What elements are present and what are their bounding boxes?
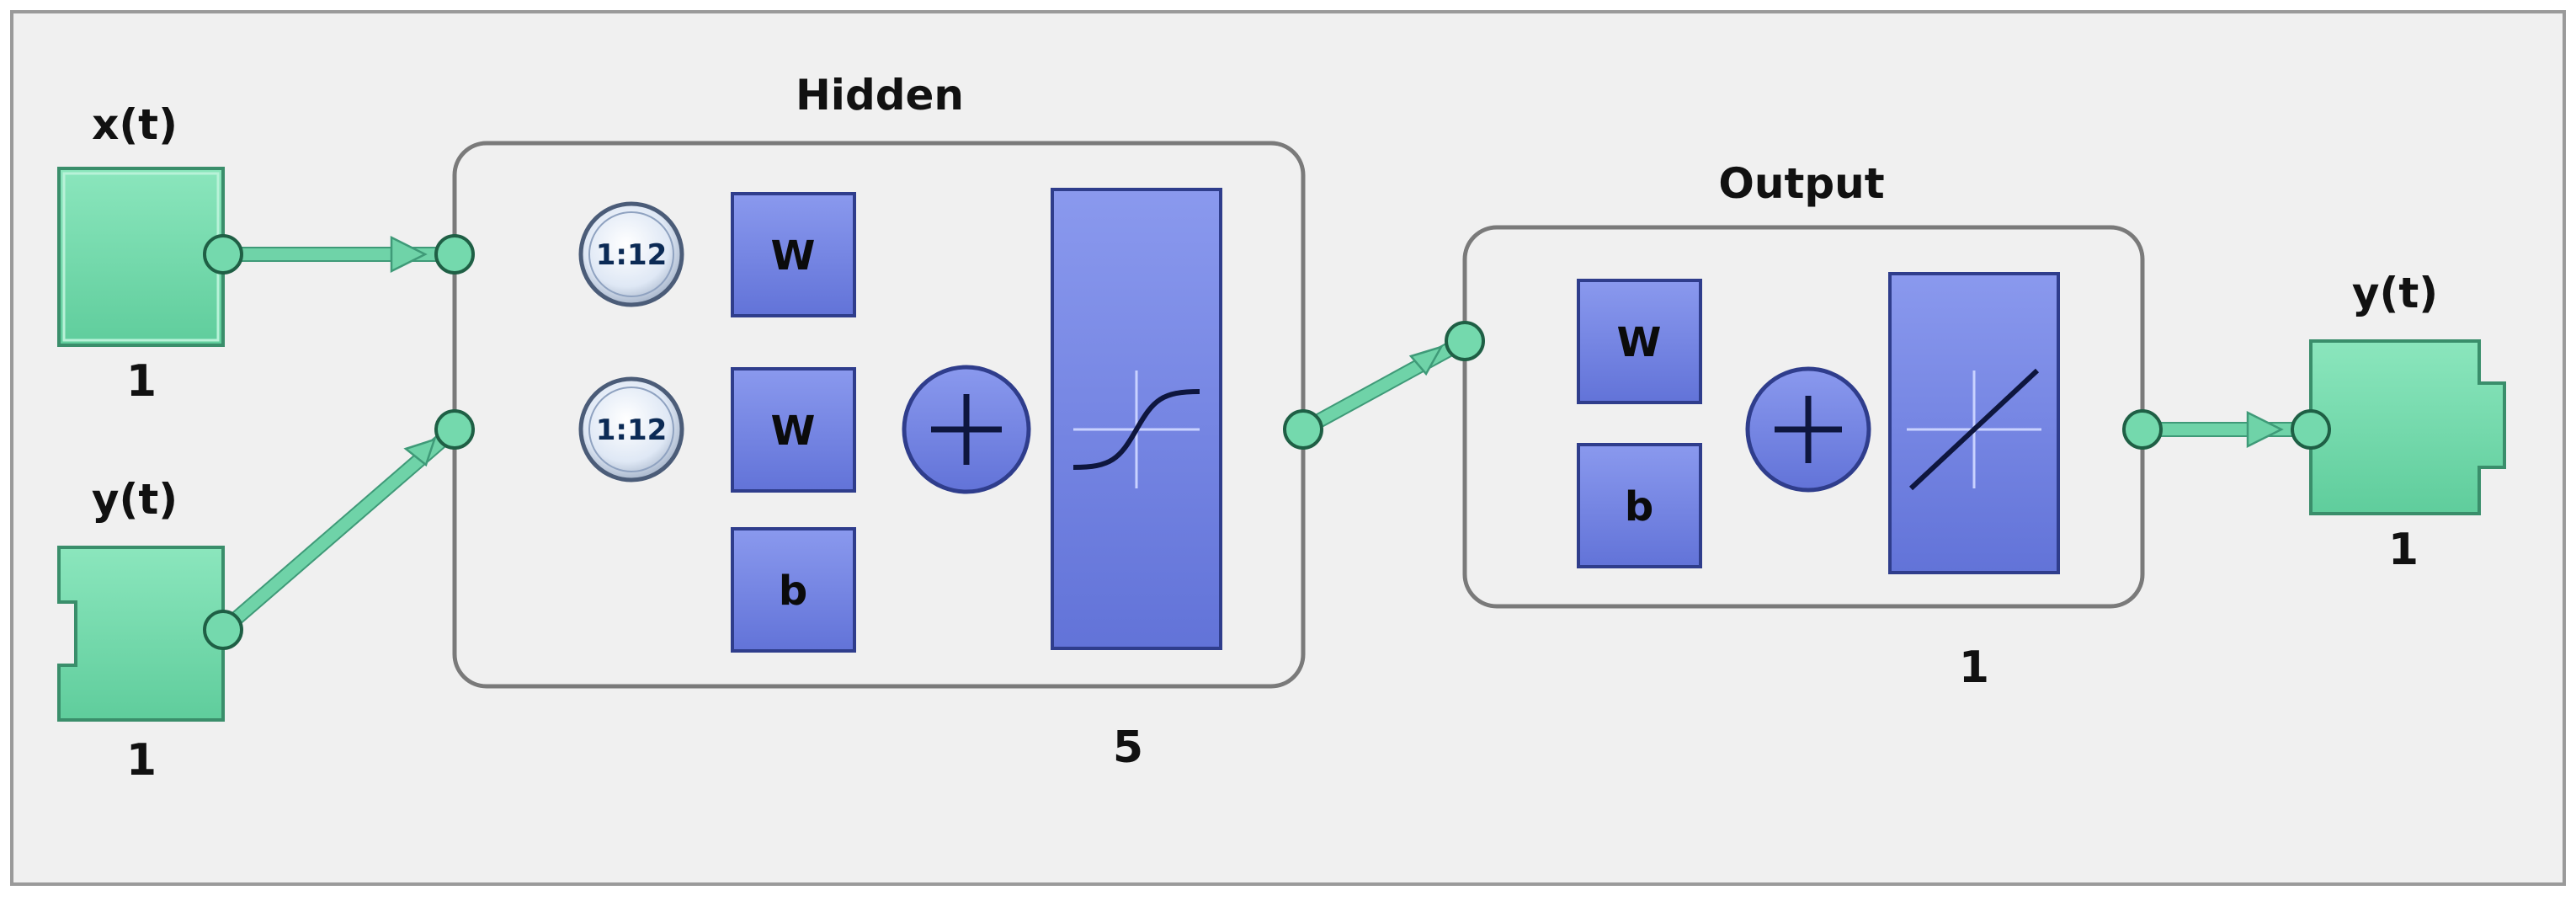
delay-icon: 1:12 [578,376,684,482]
hidden-weight-label-2: W [771,408,816,455]
hidden-bias-block: b [731,527,856,653]
delay-icon: 1:12 [578,201,684,307]
connector-dot [1445,321,1485,361]
output-y-label: y(t) [2352,269,2438,317]
connector-dot [434,234,475,275]
input-y-label: y(t) [92,475,178,524]
output-layer-size: 1 [1959,642,1989,693]
output-y-size: 1 [2388,525,2419,575]
input-y-block: y(t) 1 [57,475,225,786]
output-layer-title: Output [1718,159,1884,208]
output-sum-icon [1745,366,1871,493]
hidden-layer-title: Hidden [796,71,964,120]
input-x-block: x(t) 1 [57,100,225,407]
hidden-weight-label-1: W [771,232,816,280]
input-x-size: 1 [126,356,157,407]
connector-dot [434,409,475,450]
hidden-delay-label-1: 1:12 [596,238,668,272]
arrow-to-y-output [2246,410,2284,449]
arrow-y-to-hidden [403,438,436,467]
arrow-hidden-to-output-layer [1408,344,1444,376]
output-weight-label: W [1617,319,1662,366]
output-bias-block: b [1577,443,1702,568]
arrow-x-to-hidden [390,235,428,274]
connection-dots [203,234,2331,650]
connector-dot [203,610,243,650]
output-bias-label: b [1625,483,1653,530]
input-x-label: x(t) [92,100,178,149]
hidden-delay-label-2: 1:12 [596,413,668,447]
hidden-layer-size: 5 [1113,722,1143,773]
hidden-weight-block-1: W [731,192,856,317]
connector-dot [2291,409,2331,450]
hidden-tansig-icon [1051,188,1222,650]
output-purelin-icon [1888,272,2060,574]
hidden-layer: Hidden 1:12 1:12 W W b [452,71,1306,773]
hidden-sum-icon [902,365,1031,494]
output-weight-block: W [1577,279,1702,404]
hidden-bias-label: b [779,568,807,615]
connector-dot [2122,409,2163,450]
hidden-weight-block-2: W [731,367,856,493]
output-layer: Output W b 1 [1462,159,2145,693]
output-y-block: y(t) 1 [2309,269,2506,575]
connector-dot [203,234,243,275]
input-y-size: 1 [126,735,157,786]
connector-dot [1283,409,1323,450]
